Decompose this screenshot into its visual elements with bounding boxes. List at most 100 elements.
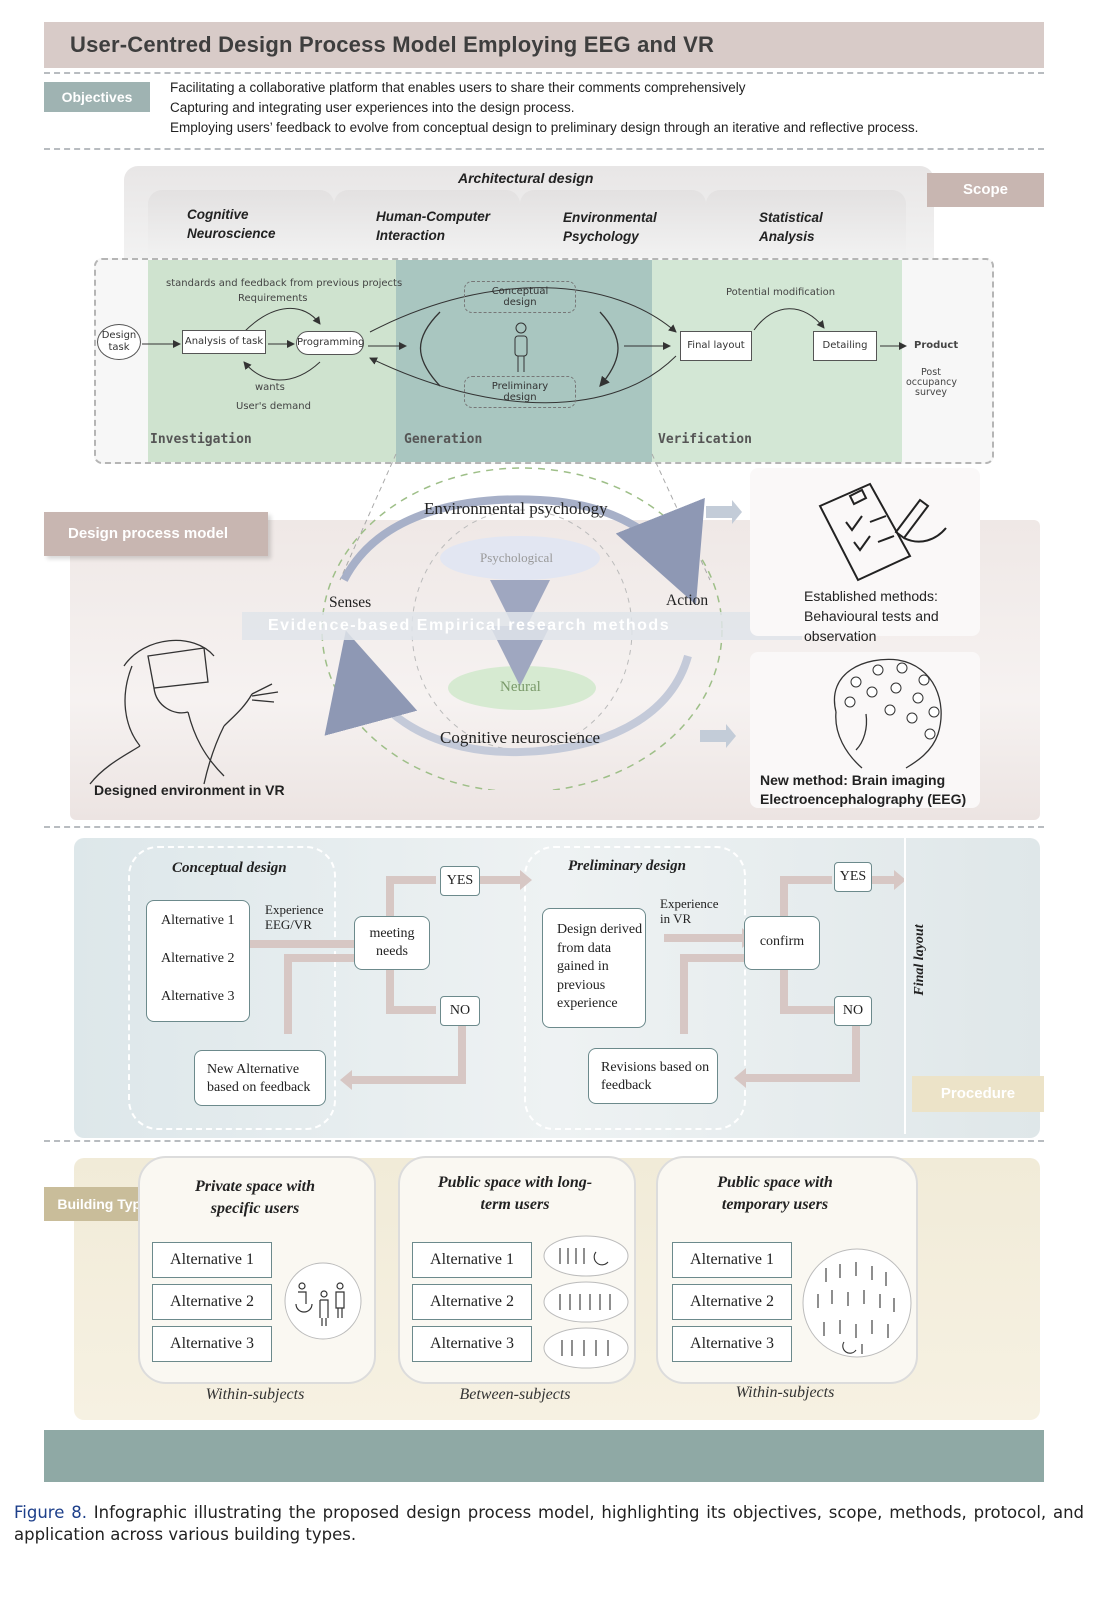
no-box-1: NO <box>440 996 480 1026</box>
alternative-item: Alternative 3 <box>412 1326 532 1362</box>
figure-label: Figure 8. <box>14 1503 87 1522</box>
conceptual-card <box>128 846 336 1130</box>
experience-vr-label: Experience in VR <box>660 896 719 926</box>
discipline-environmental-psychology: Environmental Psychology <box>563 210 657 244</box>
new-method-line-2: Electroencephalography (EEG) <box>760 791 967 807</box>
standards-label: standards and feedback from previous pro… <box>166 278 403 289</box>
users-demand-label: User's demand <box>236 401 311 412</box>
experience-eeg-label: Experience EEG/VR <box>265 902 324 932</box>
wants-label: wants <box>255 382 285 393</box>
alternative-item: Alternative 1 <box>672 1242 792 1278</box>
building-card-title: Private space with specific users <box>195 1178 315 1217</box>
final-layout-label: Final layout <box>912 924 927 996</box>
senses-label: Senses <box>329 594 372 611</box>
investigation-zone <box>148 260 396 462</box>
revisions-box: Revisions based on feedback <box>588 1048 718 1104</box>
detailing-node: Detailing <box>813 331 877 361</box>
new-alternative-box: New Alternative based on feedback <box>194 1050 326 1106</box>
divider <box>44 1140 1044 1142</box>
design-model-label: Design process model <box>44 512 268 556</box>
alternative-item: Alternative 1 <box>161 913 235 928</box>
requirements-label: Requirements <box>238 293 308 304</box>
new-method-card <box>750 652 980 808</box>
alternative-item: Alternative 2 <box>412 1284 532 1320</box>
discipline-cognitive-neuroscience: Cognitive Neuroscience <box>187 207 276 241</box>
objective-line: Facilitating a collaborative platform th… <box>170 80 746 95</box>
title-bar: User-Centred Design Process Model Employ… <box>44 22 1044 68</box>
discipline-card <box>148 190 334 260</box>
env-psych-label: Environmental psychology <box>424 499 608 518</box>
neural-label: Neural <box>500 679 541 695</box>
programming-node: Programming <box>296 331 364 355</box>
alternative-item: Alternative 3 <box>672 1326 792 1362</box>
objective-line: Capturing and integrating user experienc… <box>170 100 575 115</box>
users-icon <box>284 1262 362 1340</box>
preliminary-title: Preliminary design <box>568 858 686 874</box>
building-card-title: Public space with temporary users <box>717 1174 833 1213</box>
cog-neuro-label: Cognitive neuroscience <box>440 728 601 747</box>
footer-bar <box>44 1430 1044 1482</box>
building-card-footer: Within-subjects <box>735 1384 835 1401</box>
verification-zone <box>652 260 902 462</box>
conceptual-alternatives-box: Alternative 1 Alternative 2 Alternative … <box>146 900 250 1022</box>
evidence-label: Evidence-based Empirical research method… <box>268 617 671 634</box>
conceptual-title: Conceptual design <box>172 860 287 876</box>
architectural-design-label: Architectural design <box>458 170 594 186</box>
meeting-needs-box: meeting needs <box>354 916 430 970</box>
page-title: User-Centred Design Process Model Employ… <box>70 32 715 57</box>
phase-verification: Verification <box>658 432 752 447</box>
alternative-item: Alternative 1 <box>412 1242 532 1278</box>
objective-line: Employing users’ feedback to evolve from… <box>170 120 919 135</box>
potential-modification-label: Potential modification <box>726 287 836 298</box>
crowd-icon <box>802 1248 912 1358</box>
eeg-head-icon <box>833 658 942 769</box>
vr-caption: Designed environment in VR <box>94 782 285 798</box>
analysis-node: Analysis of task <box>182 330 266 354</box>
conceptual-design-node: Conceptual design <box>464 281 576 313</box>
product-label: Product <box>914 340 959 351</box>
established-methods-text: Established methods: Behavioural tests a… <box>804 588 939 644</box>
divider <box>44 72 1044 74</box>
discipline-card <box>706 190 906 260</box>
phase-generation: Generation <box>404 432 483 447</box>
alternative-item: Alternative 1 <box>152 1242 272 1278</box>
alternative-item: Alternative 3 <box>152 1326 272 1362</box>
procedure-label: Procedure <box>912 1076 1044 1112</box>
building-card-footer: Within-subjects <box>205 1386 305 1403</box>
vr-headset-illustration <box>89 639 279 785</box>
clipboard-icon <box>818 482 947 582</box>
preliminary-design-node: Preliminary design <box>464 376 576 408</box>
groups-icon <box>543 1235 629 1369</box>
building-card-title: Public space with long-term users <box>437 1174 593 1213</box>
objectives-label: Objectives <box>44 82 150 112</box>
preliminary-card <box>524 846 746 1130</box>
design-task-node: Design task <box>97 324 141 360</box>
psychological-label: Psychological <box>480 550 553 565</box>
figure-caption: Figure 8. Infographic illustrating the p… <box>14 1502 1084 1546</box>
scope-label: Scope <box>927 173 1044 207</box>
divider <box>44 826 1044 828</box>
final-layout-node: Final layout <box>680 331 752 361</box>
divider <box>44 148 1044 150</box>
yes-box-2: YES <box>834 862 872 892</box>
no-box-2: NO <box>834 996 872 1026</box>
alternative-item: Alternative 2 <box>152 1284 272 1320</box>
yes-box-1: YES <box>440 866 480 896</box>
alternative-item: Alternative 2 <box>161 951 235 966</box>
process-arrows <box>142 287 907 404</box>
phase-investigation: Investigation <box>150 432 252 447</box>
alternative-item: Alternative 2 <box>672 1284 792 1320</box>
confirm-box: confirm <box>744 916 820 970</box>
discipline-card <box>334 190 520 260</box>
discipline-statistical-analysis: Statistical Analysis <box>759 210 823 244</box>
new-method-line-1: New method: Brain imaging <box>760 772 946 788</box>
building-card-footer: Between-subjects <box>459 1386 571 1403</box>
evidence-band <box>242 612 802 640</box>
caption-text: Infographic illustrating the proposed de… <box>14 1503 1084 1544</box>
alternative-item: Alternative 3 <box>161 989 235 1004</box>
action-label: Action <box>666 592 709 609</box>
post-occupancy-label: Post occupancy survey <box>906 367 957 398</box>
discipline-hci: Human-Computer Interaction <box>376 209 490 243</box>
final-layout-divider <box>904 836 906 1134</box>
discipline-card <box>520 190 706 260</box>
